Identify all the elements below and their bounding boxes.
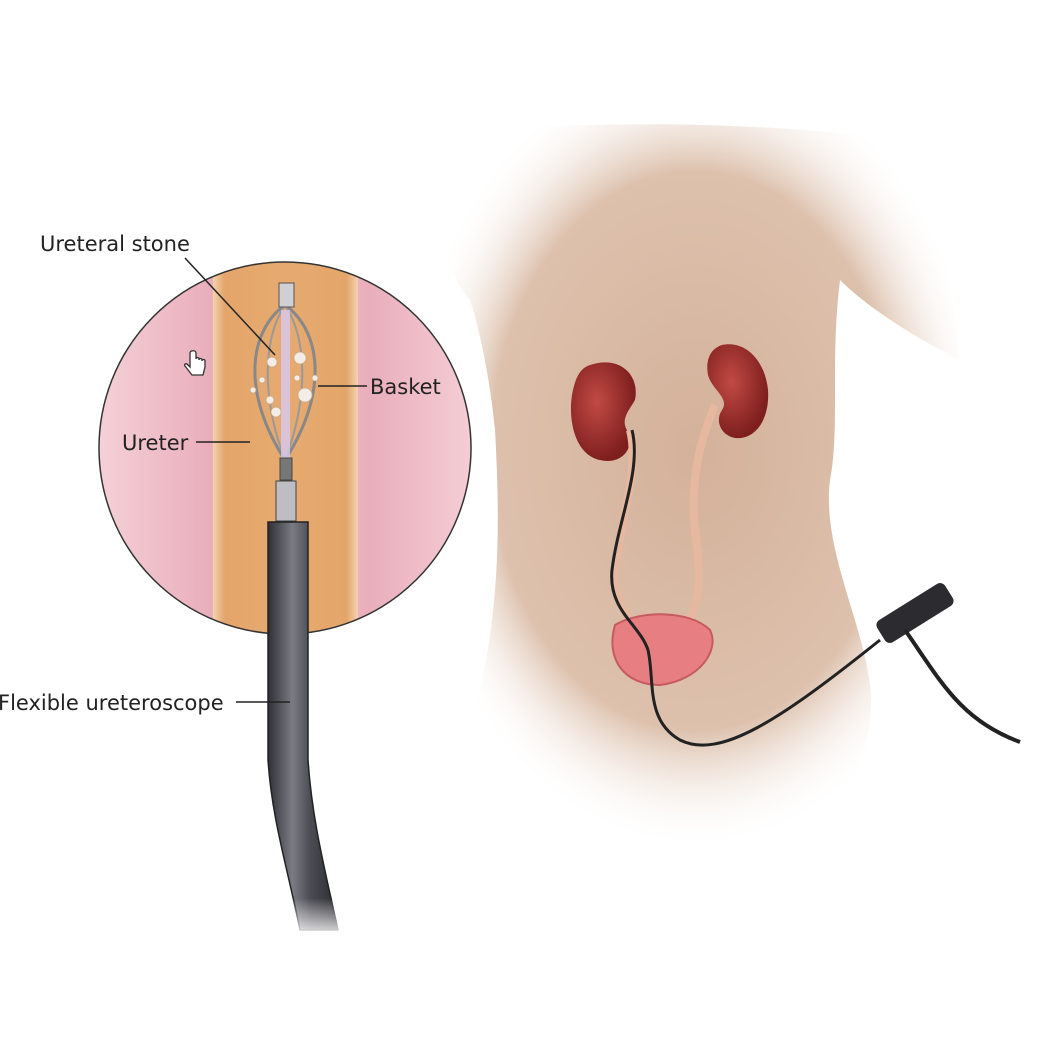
ureteroscope-in-body — [610, 429, 1021, 747]
basket-tip — [278, 282, 295, 308]
hand-cursor-icon — [183, 350, 206, 376]
label-ureter: Ureter — [122, 431, 189, 455]
kidney-right — [707, 344, 769, 439]
leader-lines — [184, 257, 367, 703]
kidney-left — [570, 362, 636, 461]
flexible-ureteroscope — [260, 521, 360, 940]
label-ureteral-stone: Ureteral stone — [40, 232, 190, 256]
label-flexible-ureteroscope: Flexible ureteroscope — [0, 691, 224, 715]
ureteral-stone — [281, 310, 290, 458]
label-basket: Basket — [370, 375, 441, 399]
